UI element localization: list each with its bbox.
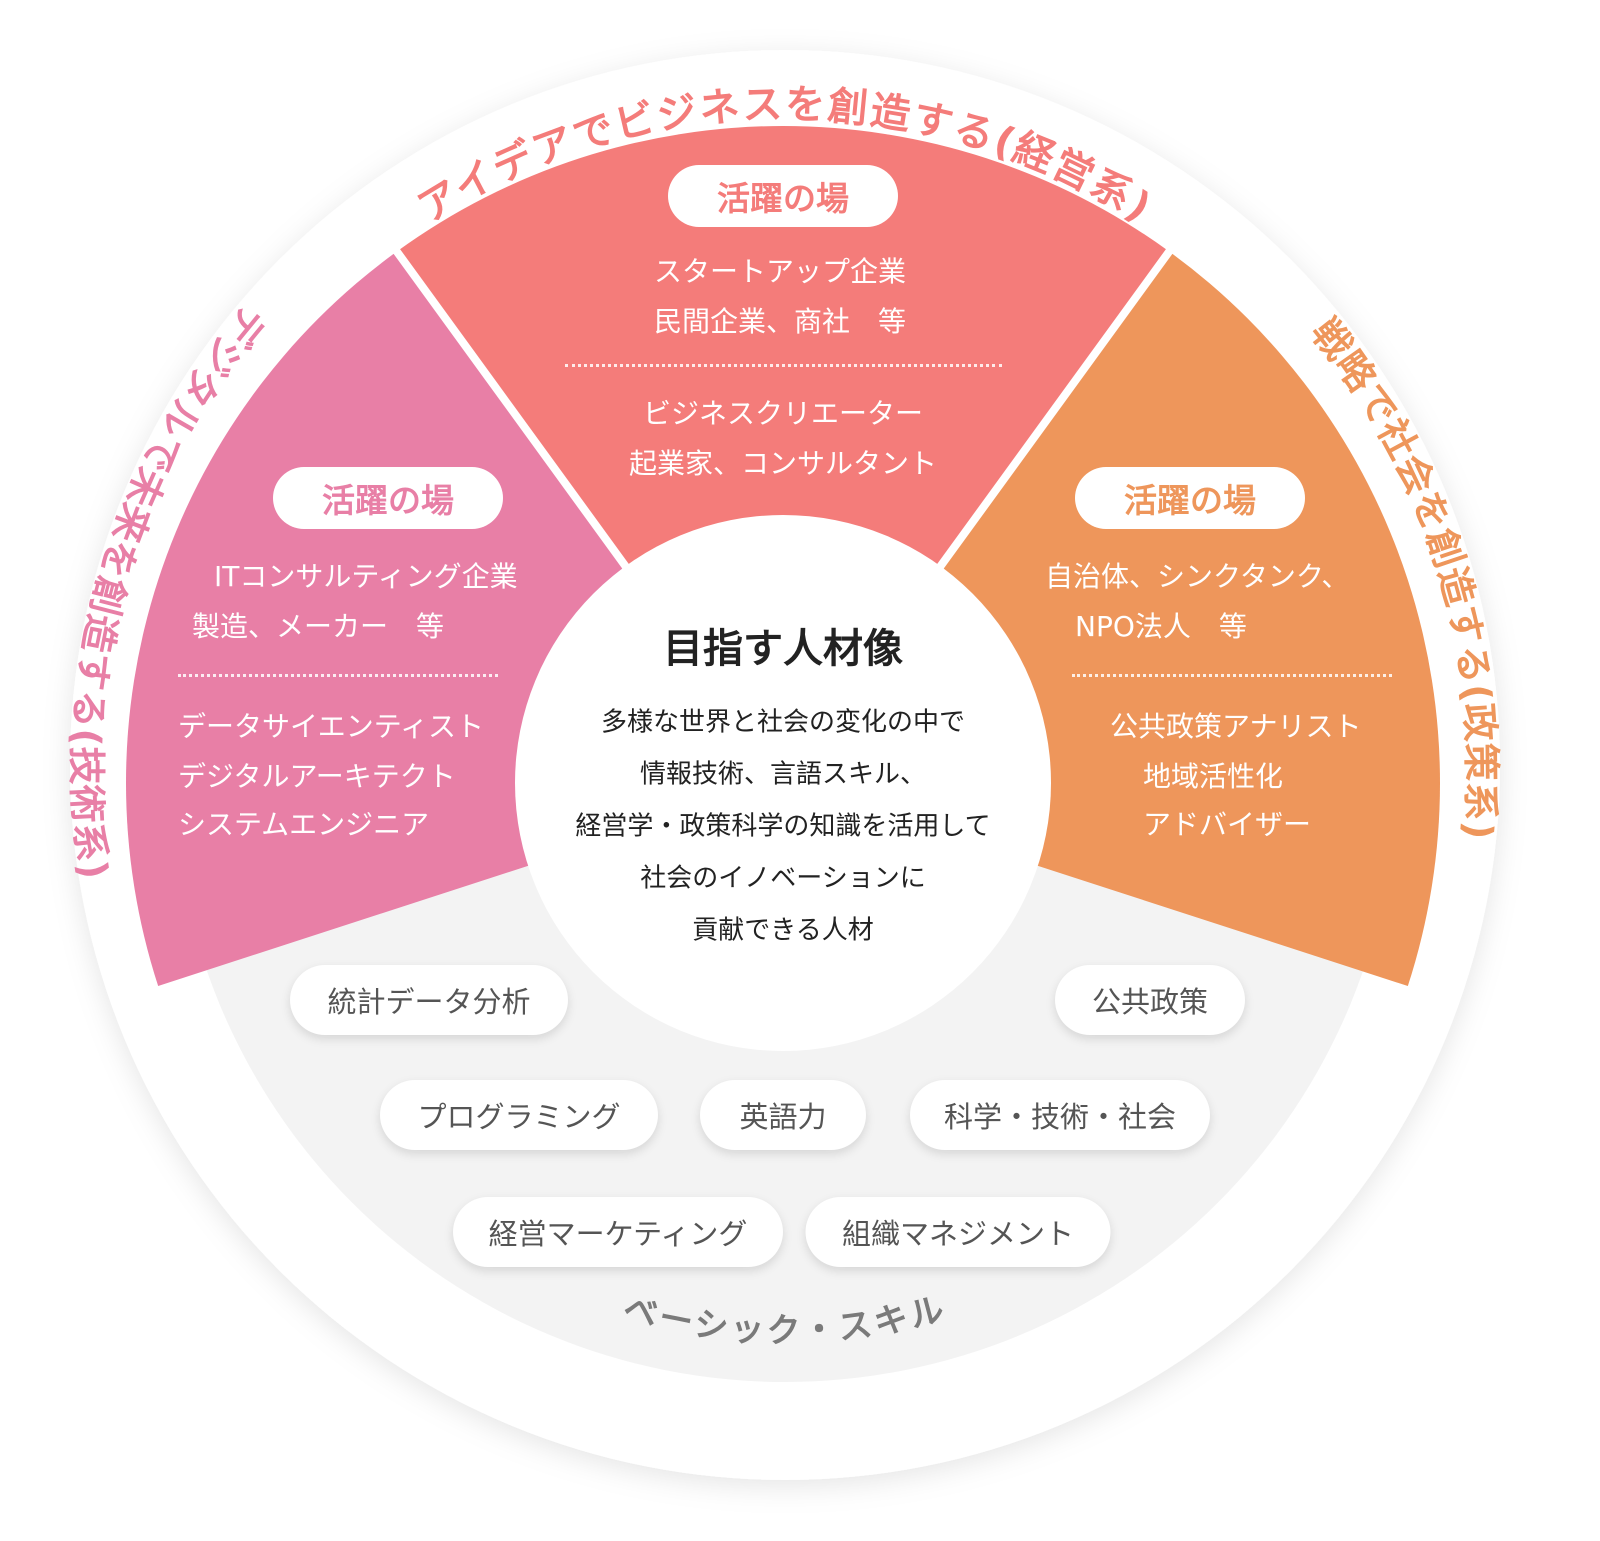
badge-policy: 活躍の場	[1075, 467, 1305, 529]
career-item: アドバイザー	[1143, 808, 1312, 841]
workplace-item: 自治体、シンクタンク、	[1045, 560, 1350, 593]
center-line: 社会のイノベーションに	[640, 863, 926, 894]
workplace-item: スタートアップ企業	[653, 255, 907, 288]
career-item: データサイエンティスト	[178, 710, 485, 743]
career-item: デジタルアーキテクト	[178, 760, 456, 793]
career-item: 公共政策アナリスト	[1110, 710, 1362, 743]
sector-management	[396, 125, 1170, 783]
workplace-item: 民間企業、商社 等	[653, 305, 907, 338]
skill-pill: 経営マーケティング	[453, 1197, 783, 1267]
center-line: 貢献できる人材	[692, 915, 874, 946]
dotted-divider	[178, 674, 498, 677]
badge-management: 活躍の場	[668, 165, 898, 227]
career-item: システムエンジニア	[178, 808, 430, 841]
skill-pill: 英語力	[700, 1080, 866, 1150]
skill-pill: 組織マネジメント	[805, 1197, 1111, 1267]
center-title: 目指す人材像	[663, 626, 903, 672]
badge-technology: 活躍の場	[273, 467, 503, 529]
skill-pill: プログラミング	[380, 1080, 658, 1150]
workplace-item: ITコンサルティング企業	[214, 560, 518, 593]
skill-pill: 公共政策	[1055, 965, 1245, 1035]
dotted-divider	[565, 364, 1002, 367]
center-line: 情報技術、言語スキル、	[639, 759, 927, 790]
career-item: 地域活性化	[1143, 760, 1284, 793]
skill-pill: 統計データ分析	[290, 965, 568, 1035]
center-circle	[515, 515, 1051, 1051]
dotted-divider	[1072, 674, 1392, 677]
workplace-item: 製造、メーカー 等	[192, 610, 445, 643]
workplace-item: NPO法人 等	[1075, 610, 1247, 643]
center-line: 多様な世界と社会の変化の中で	[600, 707, 966, 738]
skill-pill: 科学・技術・社会	[910, 1080, 1210, 1150]
center-line: 経営学・政策科学の知識を活用して	[575, 811, 991, 842]
career-item: ビジネスクリエーター	[642, 397, 924, 430]
career-item: 起業家、コンサルタント	[628, 447, 938, 480]
